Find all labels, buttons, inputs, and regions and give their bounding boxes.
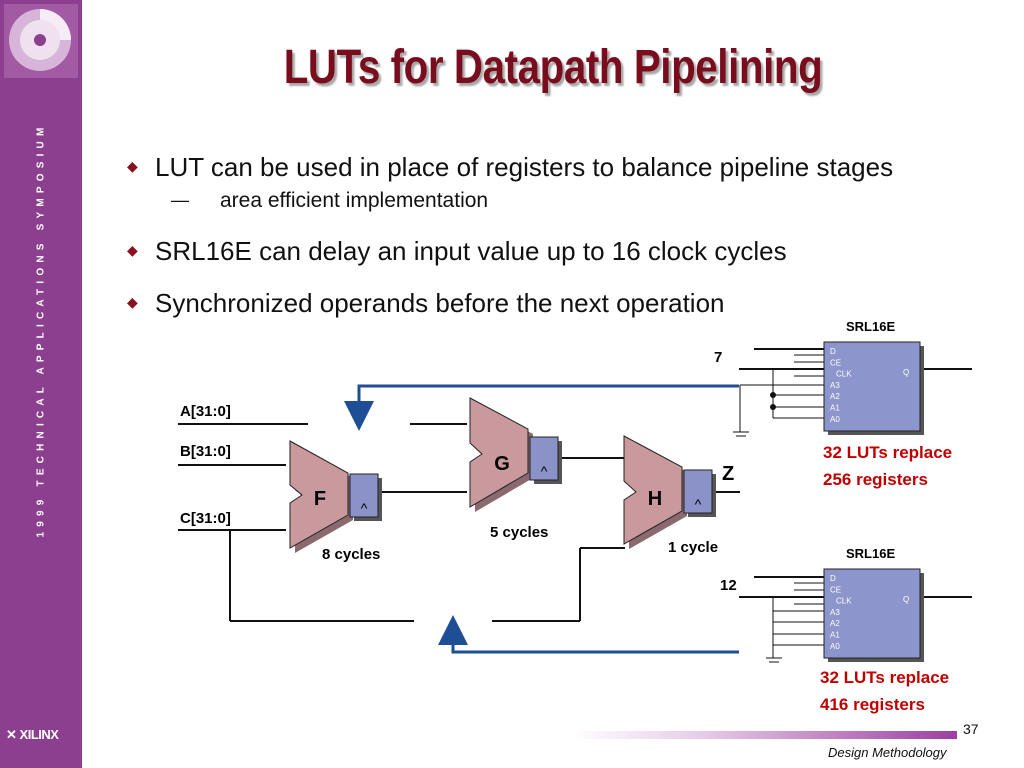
footer-label: Design Methodology (828, 745, 947, 760)
input-a-label: A[31:0] (180, 403, 231, 420)
bullet-diamond-icon: ◆ (127, 294, 138, 310)
register-h (683, 469, 713, 514)
cd-logo-icon (4, 4, 78, 78)
srl-top-note-line2: 256 registers (823, 470, 928, 489)
srl-delay-value: 7 (714, 349, 722, 366)
clock-symbol: ^ (695, 496, 702, 512)
alu-g-label: G (494, 453, 510, 475)
srl-top-note-line1: 32 LUTs replace (823, 443, 952, 462)
bullet-3: Synchronized operands before the next op… (155, 288, 725, 318)
srl-title: SRL16E (846, 319, 895, 334)
cycles-f: 8 cycles (322, 546, 380, 563)
cycles-g: 5 cycles (490, 524, 548, 541)
register-f (349, 473, 379, 518)
srl-pin-label: A1 (830, 404, 840, 413)
sub-dash-mark: — (171, 190, 189, 210)
alu-h-label: H (648, 488, 662, 510)
slide-title: LUTs for Datapath Pipelining (283, 41, 823, 94)
sidebar: 1999 TECHNICAL APPLICATIONS SYMPOSIUM ✕ … (0, 0, 82, 768)
bullet-diamond-icon: ◆ (127, 158, 138, 174)
srl-pin-label: CE (830, 358, 841, 367)
srl-pin-label: A1 (830, 631, 840, 640)
srl-pin-q: Q (903, 368, 909, 377)
clock-symbol: ^ (361, 500, 368, 516)
brand-mark-icon: ✕ (6, 727, 17, 742)
alu-f-label: F (314, 488, 326, 510)
feedback-arrow-top (344, 384, 739, 431)
register-g (529, 436, 559, 481)
alu-f: ^ F (289, 440, 382, 553)
output-z-label: Z (722, 463, 734, 485)
srl-title: SRL16E (846, 546, 895, 561)
sub-bullet-1: area efficient implementation (220, 189, 489, 212)
footer-gradient-bar (572, 731, 957, 739)
srl-pin-label: D (830, 347, 836, 356)
srl-pin-label: A2 (830, 392, 840, 401)
feedback-arrow-bottom (438, 615, 739, 654)
bullet-diamond-icon: ◆ (127, 242, 138, 258)
srl-delay-value: 12 (720, 577, 737, 594)
wires (178, 423, 740, 622)
input-c-label: C[31:0] (180, 510, 231, 527)
srl-pin-label: A0 (830, 415, 840, 424)
srl-pin-label: A0 (830, 642, 840, 651)
alu-g: ^ G (469, 397, 562, 512)
srl16e-bottom: SRL16E 12 (720, 546, 972, 663)
bullet-1: LUT can be used in place of registers to… (155, 152, 894, 182)
input-b-label: B[31:0] (180, 443, 231, 460)
srl-pin-label: CLK (836, 370, 852, 379)
srl-bottom-note-line1: 32 LUTs replace (820, 668, 949, 687)
srl-pin-q: Q (903, 595, 909, 604)
cycles-h: 1 cycle (668, 539, 718, 556)
clock-symbol: ^ (541, 463, 548, 479)
srl-pin-label: A2 (830, 619, 840, 628)
srl16e-top: SRL16E 7 (714, 319, 972, 437)
brand-logo: ✕ XILINX (6, 727, 59, 743)
brand-name: XILINX (19, 727, 59, 742)
srl-pin-label: A3 (830, 381, 840, 390)
page-number: 37 (963, 721, 979, 737)
srl-pin-label: CE (830, 585, 841, 594)
bullet-2: SRL16E can delay an input value up to 16… (155, 236, 787, 266)
srl-pin-label: D (830, 574, 836, 583)
alu-h: ^ H (623, 435, 716, 549)
srl-pin-label: CLK (836, 597, 852, 606)
srl-bottom-note-line2: 416 registers (820, 695, 925, 714)
srl-pin-label: A3 (830, 608, 840, 617)
